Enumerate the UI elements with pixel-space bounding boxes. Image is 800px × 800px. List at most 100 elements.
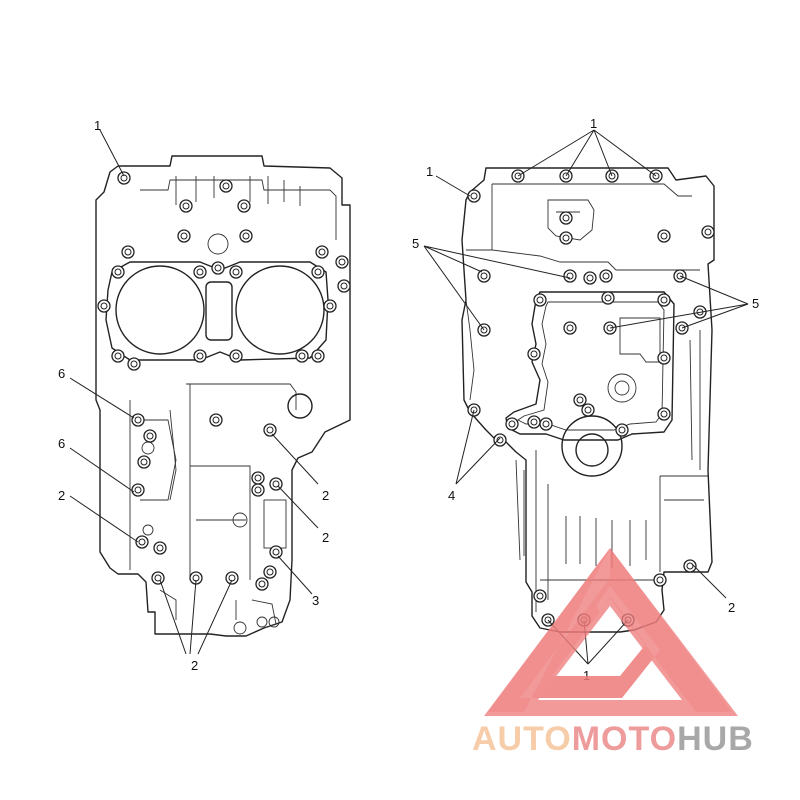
bolt-hole xyxy=(114,268,122,276)
right-bolts xyxy=(467,169,715,627)
oil-pump-boss xyxy=(607,373,637,403)
cylinder-bore-left xyxy=(115,265,205,355)
right-callouts: 1 1 5 5 4 2 1 xyxy=(412,116,759,683)
bolt-hole xyxy=(272,480,280,488)
bolt-hole xyxy=(470,192,478,200)
bolt-hole xyxy=(156,544,164,552)
leader-line xyxy=(69,377,135,419)
leader-line xyxy=(99,129,125,177)
leader-lines xyxy=(517,129,657,177)
leader-line xyxy=(277,485,319,529)
left-dowel-3 xyxy=(268,616,280,628)
bolt-hole xyxy=(180,232,188,240)
bolt-hole xyxy=(242,232,250,240)
bolt-hole xyxy=(604,294,612,302)
bolt-hole xyxy=(212,416,220,424)
bolt-hole xyxy=(254,474,262,482)
bolt-hole xyxy=(536,296,544,304)
bolt-hole xyxy=(140,458,148,466)
leader-line xyxy=(271,433,319,485)
watermark-text-auto: AUTOMOTOHUB xyxy=(472,720,754,758)
bolt-hole xyxy=(480,272,488,280)
left-top-deck xyxy=(140,179,337,240)
left-chamber xyxy=(140,419,177,501)
left-round-port xyxy=(287,393,313,419)
callout-label: 4 xyxy=(448,488,455,503)
left-top-channels xyxy=(175,176,301,206)
left-dowel-2 xyxy=(256,616,268,628)
bolt-hole xyxy=(602,272,610,280)
bolt-hole xyxy=(130,360,138,368)
bolt-hole xyxy=(266,426,274,434)
bolt-hole xyxy=(318,248,326,256)
bolt-hole xyxy=(660,354,668,362)
callout-label: 2 xyxy=(322,488,329,503)
bolt-hole xyxy=(232,268,240,276)
bolt-hole xyxy=(254,486,262,494)
bolt-hole xyxy=(338,258,346,266)
bolt-hole xyxy=(704,228,712,236)
left-cam-hole xyxy=(207,233,229,255)
left-case-outline xyxy=(95,155,351,637)
bolt-hole xyxy=(298,352,306,360)
bolt-hole xyxy=(272,548,280,556)
bolt-hole xyxy=(530,350,538,358)
left-oil-slot xyxy=(263,499,287,549)
cylinder-gasket-outline xyxy=(105,261,329,361)
bolt-hole xyxy=(134,486,142,494)
bolt-hole xyxy=(314,352,322,360)
leader-line xyxy=(435,175,471,197)
watermark-logo: AUTOMOTOHUB xyxy=(472,548,754,758)
bolt-hole xyxy=(326,302,334,310)
bolt-hole xyxy=(214,264,222,272)
bolt-hole xyxy=(686,562,694,570)
leader-lines xyxy=(455,409,501,485)
bolt-hole xyxy=(536,592,544,600)
bolt-hole xyxy=(154,574,162,582)
callout-label: 3 xyxy=(312,593,319,608)
callout-label: 6 xyxy=(58,436,65,451)
bolt-hole xyxy=(530,418,538,426)
bolt-hole xyxy=(542,420,550,428)
bolt-hole xyxy=(656,576,664,584)
right-case-outline xyxy=(461,167,715,633)
bolt-hole xyxy=(196,352,204,360)
leader-line xyxy=(691,563,727,599)
bolt-hole xyxy=(660,296,668,304)
bolt-hole xyxy=(584,406,592,414)
callout-label: 5 xyxy=(752,296,759,311)
watermark-triangle-outline-icon xyxy=(484,548,738,716)
left-lower-body xyxy=(129,383,297,580)
watermark-auto: AUTO xyxy=(472,720,572,758)
leader-lines xyxy=(159,579,233,655)
bolt-hole xyxy=(146,432,154,440)
bolt-hole xyxy=(182,202,190,210)
bolt-hole xyxy=(240,202,248,210)
callout-label: 1 xyxy=(583,668,590,683)
leader-lines xyxy=(423,245,571,331)
bolt-hole xyxy=(660,232,668,240)
callout-label: 5 xyxy=(412,236,419,251)
oil-pump-boss-inner xyxy=(614,380,630,396)
left-bolts xyxy=(97,171,351,591)
bolt-hole xyxy=(124,248,132,256)
bolt-hole xyxy=(576,396,584,404)
bolt-hole xyxy=(222,182,230,190)
bolt-hole xyxy=(618,426,626,434)
oil-filter-boss-inner xyxy=(575,433,609,467)
oil-pan-pocket xyxy=(619,317,661,363)
watermark-hub: HUB xyxy=(677,720,754,758)
bolt-hole xyxy=(314,268,322,276)
bolt-hole xyxy=(508,420,516,428)
leader-line xyxy=(69,447,135,493)
bolt-hole xyxy=(114,352,122,360)
bolt-hole xyxy=(496,436,504,444)
bolt-hole xyxy=(586,274,594,282)
bolt-hole xyxy=(566,324,574,332)
bolt-hole xyxy=(562,214,570,222)
bolt-hole xyxy=(134,416,142,424)
watermark-moto: MOTO xyxy=(572,720,677,758)
callout-label: 2 xyxy=(728,600,735,615)
callout-label: 2 xyxy=(322,530,329,545)
